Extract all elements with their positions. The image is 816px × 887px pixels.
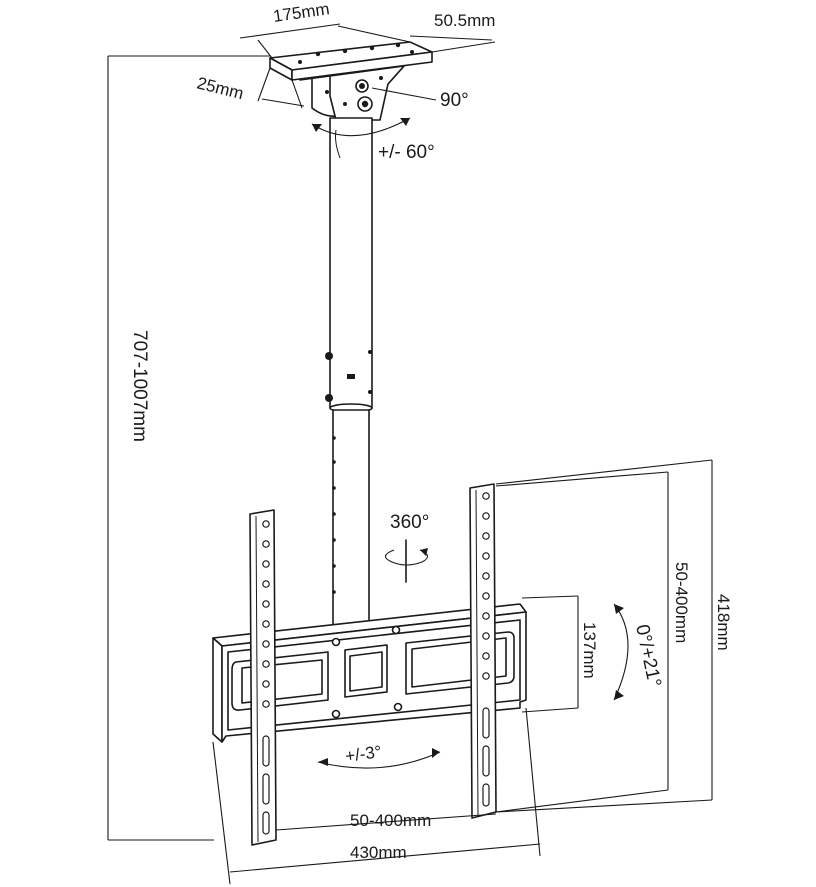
label-tilt-plate: 90° (440, 90, 469, 111)
label-tilt-range: 0°/+21° (631, 623, 665, 689)
dim-vesa-horizontal (275, 813, 497, 831)
dim-plate-edge (257, 67, 305, 109)
tilt-arc (613, 603, 629, 701)
dim-vesa-vertical (495, 471, 669, 813)
dim-total-width (212, 707, 541, 885)
ceiling-plate (269, 41, 433, 81)
left-tv-arm (249, 509, 277, 846)
dim-pole-length (107, 55, 270, 841)
rotation-symbol (384, 539, 429, 583)
leader-tilt-plate (371, 87, 437, 101)
pivot-bracket (299, 65, 405, 121)
outer-pole (325, 117, 373, 413)
dim-total-height (495, 459, 713, 813)
dim-plate-depth (409, 35, 496, 53)
inner-pole (332, 409, 370, 626)
level-arc (317, 748, 441, 769)
label-level-adjust: +/-3° (344, 742, 383, 766)
dim-frame-height (521, 595, 579, 713)
swivel-arc (311, 117, 411, 137)
label-plate-width: 175mm (272, 0, 331, 26)
label-plate-edge: 25mm (195, 73, 245, 103)
dim-plate-width (239, 23, 411, 59)
label-pole-length: 707-1007mm (129, 330, 150, 442)
label-total-height: 418mm (714, 594, 733, 651)
right-tv-arm (469, 483, 497, 819)
label-plate-depth: 50.5mm (434, 11, 495, 30)
label-swivel-top: +/- 60° (378, 142, 435, 163)
label-frame-height: 137mm (580, 622, 599, 679)
label-rotation: 360° (390, 512, 429, 533)
label-total-width: 430mm (350, 843, 407, 862)
label-vesa-vertical: 50-400mm (672, 562, 691, 643)
label-vesa-horizontal: 50-400mm (350, 811, 431, 830)
